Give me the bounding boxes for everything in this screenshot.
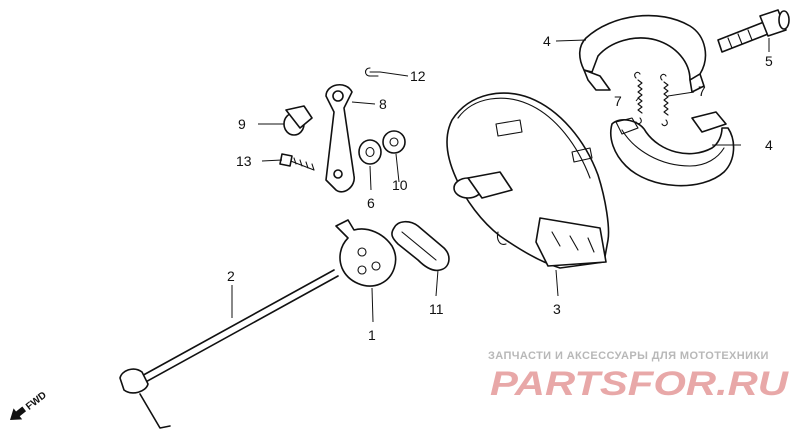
callout-9: 9: [238, 116, 246, 132]
plate-11-drawing: [391, 220, 450, 272]
callout-1: 1: [368, 327, 376, 343]
watermark-logo: PARTSFOR.RU: [490, 365, 790, 403]
callout-6: 6: [367, 195, 375, 211]
watermark-tagline: ЗАПЧАСТИ И АКСЕССУАРЫ ДЛЯ МОТОТЕХНИКИ: [488, 350, 769, 362]
callout-8: 8: [379, 96, 387, 112]
brake-rod-drawing: [119, 269, 339, 429]
callout-5: 5: [765, 53, 773, 69]
washer-10-drawing: [382, 130, 406, 154]
callout-10: 10: [392, 177, 408, 193]
cotter-pin-drawing: [364, 67, 381, 77]
pivot-bolt-drawing: [717, 9, 790, 53]
leader-lines: [231, 38, 770, 323]
brake-panel-drawing: [446, 92, 610, 269]
brake-shoe-lower-drawing: [610, 111, 735, 187]
brake-arm-drawing: [325, 84, 355, 193]
fwd-arrow-icon: [10, 406, 27, 420]
bolt-13-drawing: [279, 153, 315, 171]
fwd-direction-marker: FWD: [10, 390, 49, 420]
callout-13: 13: [236, 153, 252, 169]
callout-2: 2: [227, 268, 235, 284]
cam-plate-drawing: [335, 219, 397, 287]
callout-12: 12: [410, 68, 426, 84]
callout-7-left: 7: [614, 93, 622, 109]
callout-3: 3: [553, 301, 561, 317]
fwd-label: FWD: [24, 390, 49, 413]
washer-6-drawing: [358, 139, 382, 165]
shoe-springs-drawing: [634, 71, 669, 127]
callout-7-right: 7: [698, 83, 706, 99]
pin-drawing: [283, 105, 313, 136]
callout-11: 11: [429, 301, 444, 317]
callout-4-lower: 4: [765, 137, 773, 153]
brake-shoe-upper-drawing: [578, 14, 707, 93]
callout-4-upper: 4: [543, 33, 551, 49]
